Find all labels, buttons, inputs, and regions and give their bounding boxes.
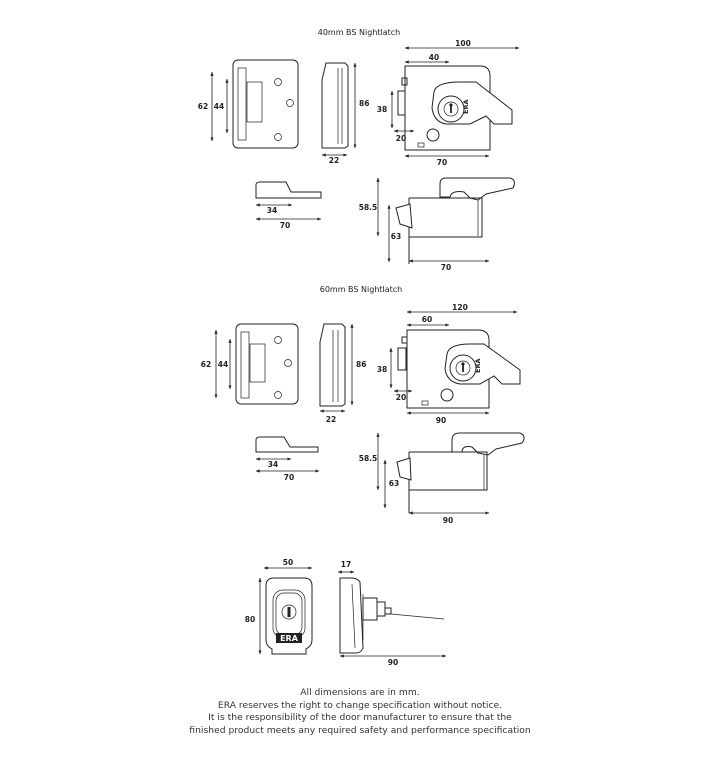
nightlatch-side-view	[395, 177, 515, 264]
dim-side-body-height: 63	[389, 479, 399, 488]
section-title: 40mm BS Nightlatch	[318, 28, 401, 37]
era-logo: ERA	[474, 359, 482, 373]
nightlatch-front-view: ERA	[397, 329, 521, 409]
note-line: It is the responsibility of the door man…	[208, 712, 512, 723]
dim-cylinder-width: 50	[283, 558, 293, 567]
keep-plate-front-view	[232, 59, 299, 149]
dim-backset: 20	[396, 393, 406, 402]
dim-body-depth: 60	[422, 315, 432, 324]
note-line: All dimensions are in mm.	[300, 687, 420, 698]
era-logo: ERA	[462, 100, 470, 114]
dim-staple-height: 86	[356, 360, 366, 369]
dim-handle-length: 70	[284, 473, 294, 482]
staple-side-view	[319, 323, 346, 407]
section-60mm: 60mm BS Nightlatch 62 44 86 22	[201, 285, 525, 525]
cylinder-side-view	[339, 577, 445, 654]
section-title: 60mm BS Nightlatch	[320, 285, 403, 294]
cylinder-front-view: ERA	[265, 577, 313, 655]
dim-handle-depth: 34	[267, 206, 277, 215]
dim-case-width: 90	[436, 416, 446, 425]
dim-side-total-height: 58.5	[359, 454, 378, 463]
dim-handle-length: 70	[280, 221, 290, 230]
dim-overall-width: 120	[452, 303, 468, 312]
dim-cylinder-depth: 17	[341, 560, 351, 569]
dim-side-total-height: 58.5	[359, 203, 378, 212]
dim-case-width: 70	[437, 158, 447, 167]
dim-height-62: 62	[201, 360, 211, 369]
section-40mm: 40mm BS Nightlatch 62 44 86 22	[198, 28, 520, 272]
staple-side-view	[321, 62, 349, 149]
dim-side-body-height: 63	[391, 232, 401, 241]
cylinder-section: ERA 50 80 17 90	[245, 558, 447, 667]
dim-body-depth: 40	[429, 53, 439, 62]
dim-lock-height: 38	[377, 105, 387, 114]
dim-side-width: 70	[441, 263, 451, 272]
note-line: ERA reserves the right to change specifi…	[217, 699, 503, 711]
note-line: finished product meets any required safe…	[189, 724, 531, 736]
disclaimer-notes: All dimensions are in mm. ERA reserves t…	[0, 687, 720, 737]
nightlatch-side-view	[396, 432, 525, 513]
dim-staple-depth: 22	[326, 415, 336, 424]
handle-plan-view	[255, 181, 322, 199]
keep-plate-front-view	[235, 323, 299, 405]
dim-handle-depth: 34	[268, 460, 278, 469]
dim-backset: 20	[396, 134, 406, 143]
dim-staple-height: 86	[359, 99, 369, 108]
dim-height-44: 44	[214, 102, 224, 111]
dim-cylinder-height: 80	[245, 615, 255, 624]
dim-side-width: 90	[443, 516, 453, 525]
dim-height-44: 44	[218, 360, 228, 369]
era-logo: ERA	[280, 634, 299, 643]
dim-cylinder-length: 90	[388, 658, 398, 667]
dim-overall-width: 100	[455, 39, 471, 48]
dim-height-62: 62	[198, 102, 208, 111]
handle-plan-view	[255, 436, 319, 453]
dim-staple-depth: 22	[329, 156, 339, 165]
nightlatch-front-view: ERA	[397, 65, 513, 151]
dim-lock-height: 38	[377, 365, 387, 374]
